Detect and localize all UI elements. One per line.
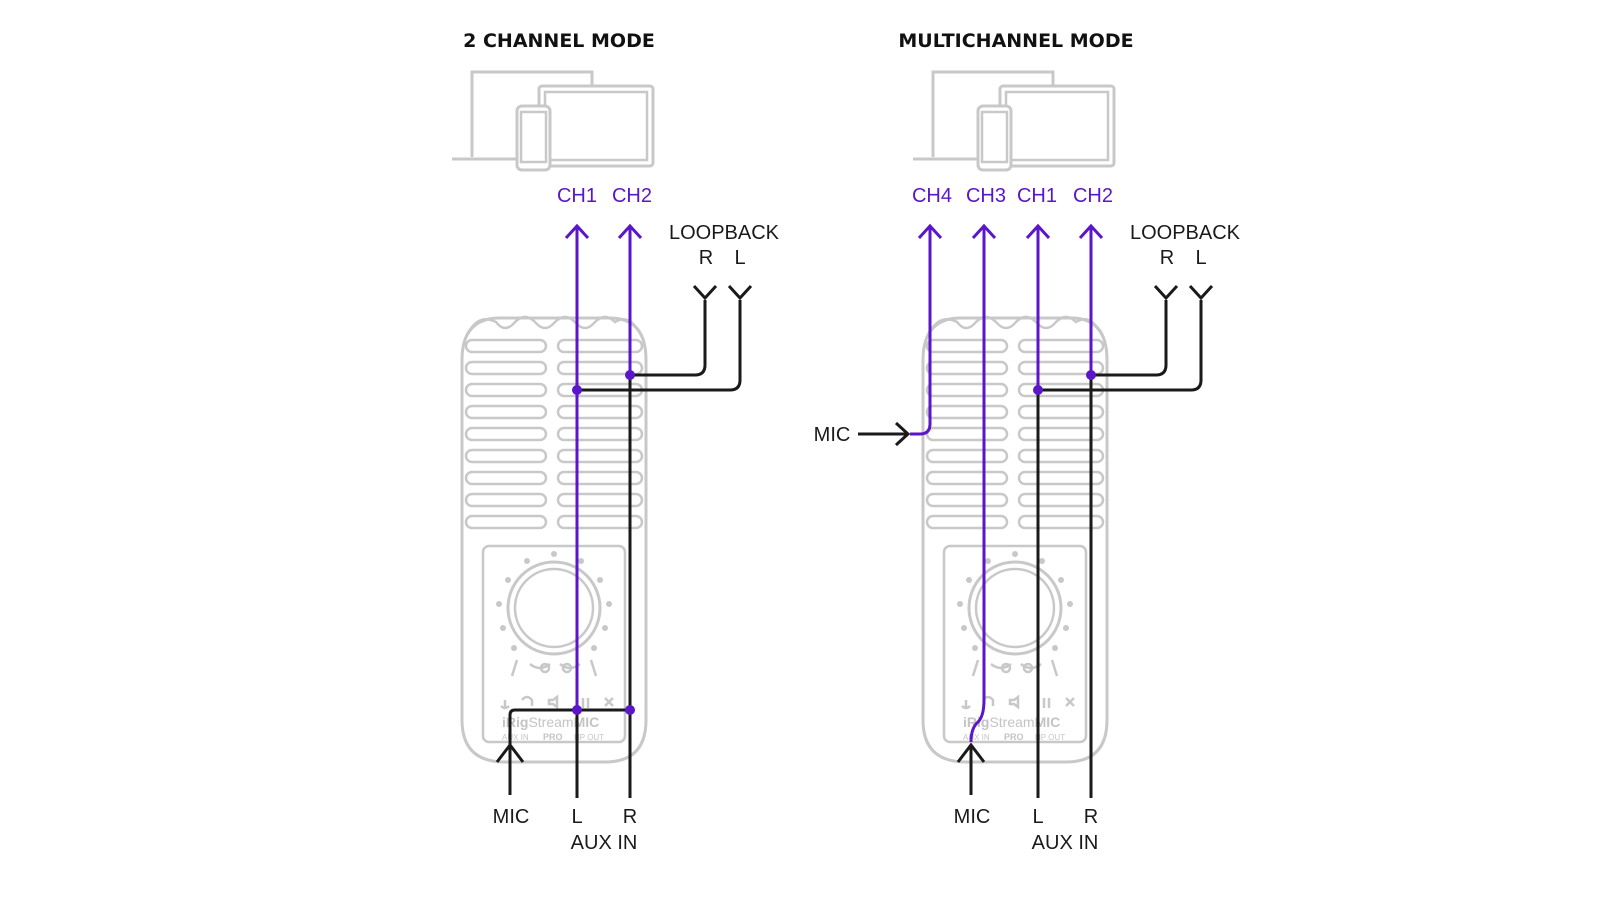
loopback-r-label: R [1160,247,1174,269]
loopback-r-label: R [699,247,713,269]
input-label-r: R [1084,806,1098,828]
output-label-ch3: CH3 [966,185,1006,207]
device-brand: iRigStreamMIC [502,714,599,730]
signal-lines-black [858,284,1214,798]
device-brand: iRigStreamMIC [963,714,1060,730]
loopback-l-label: L [734,247,745,269]
port-label: HP OUT [1035,733,1065,742]
output-label-ch1: CH1 [557,185,597,207]
port-label: AUX IN [502,733,529,742]
port-label: AUX IN [963,733,990,742]
input-label-r: R [623,806,637,828]
port-label: HP OUT [574,733,604,742]
input-label-l: L [571,806,582,828]
port-label: PRO [1004,732,1024,742]
diagram-multichannel: MULTICHANNEL MODE iRigStreamMIC AUX IN P… [814,30,1241,854]
output-label-ch1: CH1 [1017,185,1057,207]
loopback-label: LOOPBACK [1130,222,1241,244]
diagram-2-channel: 2 CHANNEL MODE iRigStreamMIC AUX IN PRO … [450,30,780,854]
output-label-ch2: CH2 [612,185,652,207]
loopback-l-label: L [1195,247,1206,269]
diagram-title: 2 CHANNEL MODE [463,30,655,52]
device-illustration [911,70,1116,764]
input-label-aux: AUX IN [571,832,638,854]
side-input-label-mic: MIC [814,424,851,446]
input-label-aux: AUX IN [1032,832,1099,854]
diagram-title: MULTICHANNEL MODE [898,30,1133,52]
output-label-ch4: CH4 [912,185,952,207]
device-illustration [450,70,655,764]
output-label-ch2: CH2 [1073,185,1113,207]
input-label-l: L [1032,806,1043,828]
input-label-mic: MIC [954,806,991,828]
loopback-label: LOOPBACK [669,222,780,244]
port-label: PRO [543,732,563,742]
input-label-mic: MIC [493,806,530,828]
signal-lines-purple [564,223,643,715]
signal-lines-purple [910,223,1104,743]
